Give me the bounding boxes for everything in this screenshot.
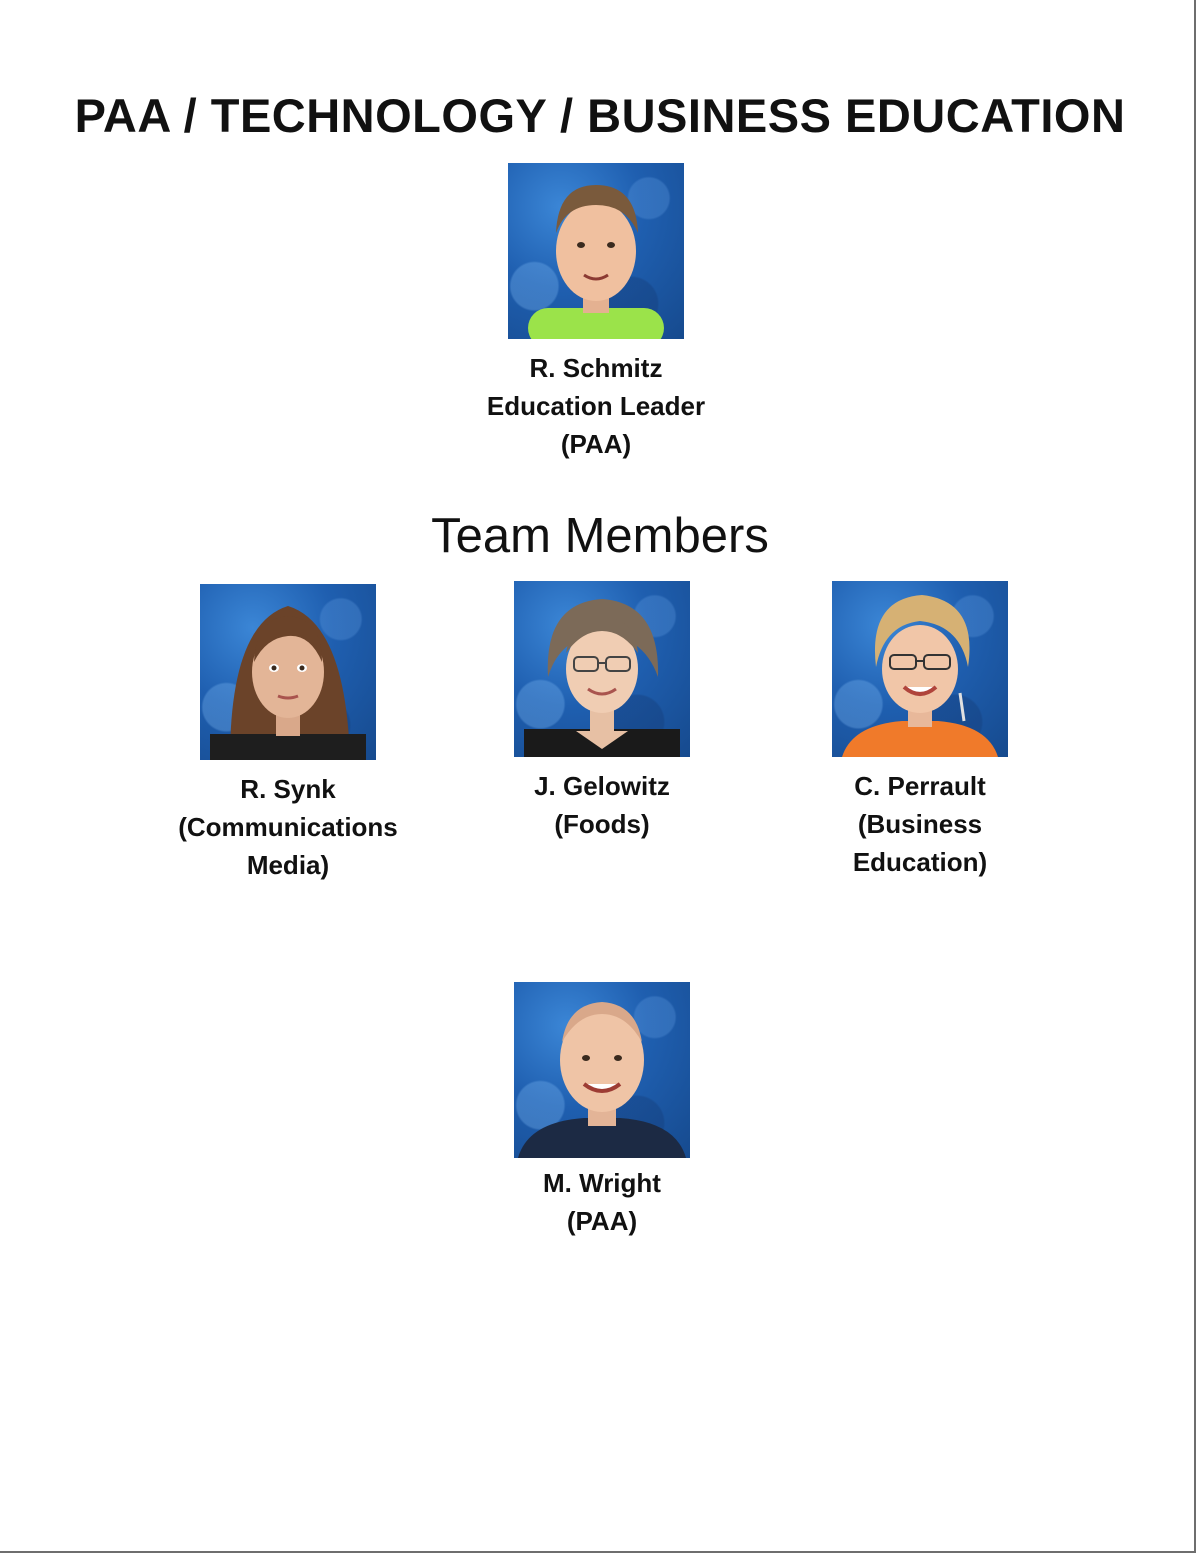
leader-photo [508,163,684,339]
member-card-synk: R. Synk (Communications Media) [150,584,426,884]
member-dept-line1: (Business [857,809,983,839]
leader-card: R. Schmitz Education Leader (PAA) [487,163,705,463]
section-heading: Team Members [431,509,769,563]
member-name: R. Synk [240,774,336,804]
member-photo-synk [200,584,376,760]
member-card-gelowitz: J. Gelowitz (Foods) [490,581,714,843]
member-photo-perrault [832,581,1008,757]
member-name: J. Gelowitz [534,771,670,801]
member-dept-line1: (Foods) [554,809,650,839]
leader-name: R. Schmitz [529,353,663,383]
member-photo-wright [514,982,690,1158]
member-dept-line2: Media) [246,850,330,880]
member-dept-line1: (Communications [178,812,398,842]
member-dept-line1: (PAA) [566,1206,638,1236]
leader-role: Education Leader [486,391,706,421]
member-card-wright: M. Wright (PAA) [490,982,714,1240]
member-name: M. Wright [543,1168,661,1198]
member-dept-line2: Education) [852,847,988,877]
leader-dept: (PAA) [560,429,632,459]
member-photo-gelowitz [514,581,690,757]
member-card-perrault: C. Perrault (Business Education) [808,581,1032,881]
member-name: C. Perrault [854,771,986,801]
page-title: PAA / TECHNOLOGY / BUSINESS EDUCATION [74,89,1126,142]
